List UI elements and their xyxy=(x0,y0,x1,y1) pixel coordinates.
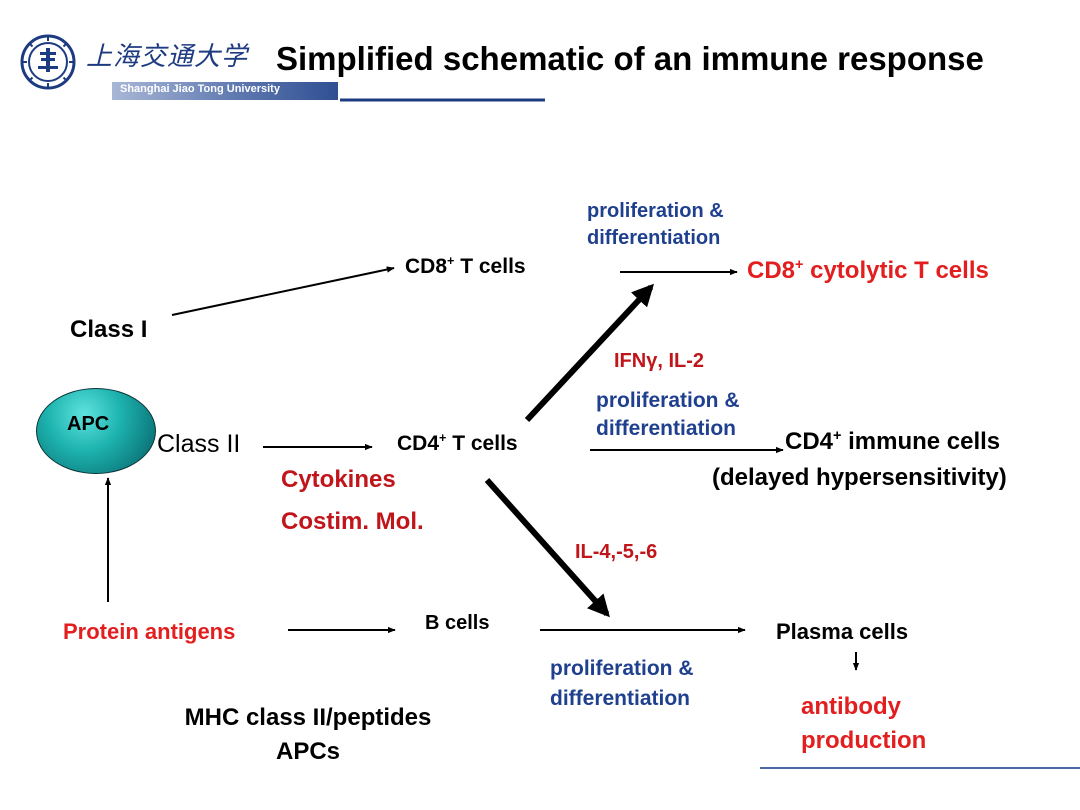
cytokines-label: Cytokines xyxy=(281,466,396,493)
university-band xyxy=(112,82,338,100)
ifn-il2-label: IFNγ, IL-2 xyxy=(614,350,705,372)
antibody-production-label: antibody production xyxy=(801,693,927,754)
proliferation-label-bottom: proliferation & differentiation xyxy=(550,657,694,710)
apc-cell xyxy=(36,388,156,474)
page-title: Simplified schematic of an immune respon… xyxy=(276,40,984,77)
costim-label: Costim. Mol. xyxy=(281,508,424,535)
plasma-cells-label: Plasma cells xyxy=(776,619,909,644)
arrow-class-i-to-cd8 xyxy=(171,266,395,316)
delayed-hypersensitivity-label: (delayed hypersensitivity) xyxy=(712,464,1007,491)
proliferation-label-top: proliferation & differentiation xyxy=(587,200,724,249)
apc-label: APC xyxy=(67,413,110,435)
university-name-chinese: 上海交通大学 xyxy=(86,42,249,72)
arrow-cd4-to-cytolytic-diagonal xyxy=(524,283,655,423)
protein-antigens-label: Protein antigens xyxy=(63,619,236,644)
university-logo xyxy=(20,34,76,90)
class-i-label: Class I xyxy=(70,316,148,343)
arrow-cd4-to-plasma-diagonal xyxy=(484,477,610,618)
il-4-5-6-label: IL-4,-5,-6 xyxy=(575,541,658,563)
class-ii-label: Class II xyxy=(157,430,241,458)
mhc-label: MHC class II/peptides APCs xyxy=(184,704,432,765)
cd8-t-cells-label: CD8+ T cells xyxy=(405,254,526,278)
cd8-cytolytic-label: CD8+ cytolytic T cells xyxy=(747,257,989,284)
cd4-t-cells-label: CD4+ T cells xyxy=(397,431,518,455)
cd4-immune-cells-label: CD4+ immune cells xyxy=(785,428,1001,455)
university-seal-icon xyxy=(20,34,76,90)
b-cells-label: B cells xyxy=(425,612,490,634)
proliferation-label-middle: proliferation & differentiation xyxy=(596,389,740,440)
university-name-english: Shanghai Jiao Tong University xyxy=(120,83,280,95)
